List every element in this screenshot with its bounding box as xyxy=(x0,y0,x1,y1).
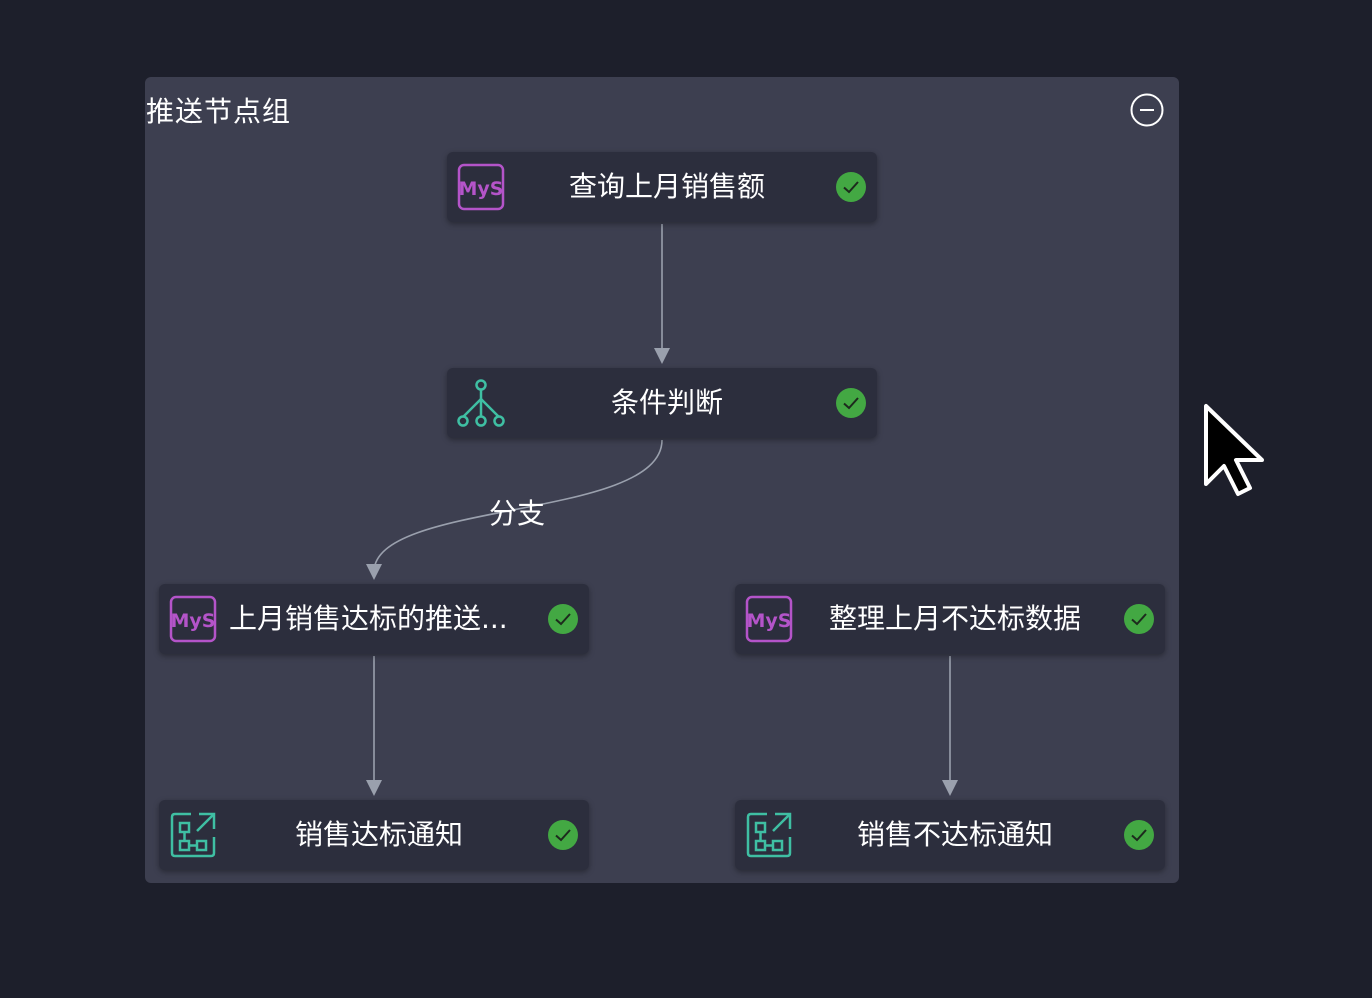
mysql-icon: MyS xyxy=(169,595,217,643)
edge-label-branch: 分支 xyxy=(489,497,546,530)
mysql-icon: MyS xyxy=(457,163,505,211)
node-notify-met[interactable]: 销售达标通知 xyxy=(159,800,589,870)
mysql-icon: MyS xyxy=(745,595,793,643)
node-label: 条件判断 xyxy=(610,386,723,419)
group-title: 推送节点组 xyxy=(146,95,292,128)
node-label: 整理上月不达标数据 xyxy=(828,602,1081,635)
success-check-icon xyxy=(836,172,866,202)
minus-circle-icon[interactable] xyxy=(1130,93,1164,127)
success-check-icon xyxy=(1124,604,1154,634)
success-check-icon xyxy=(836,388,866,418)
notify-flow-icon xyxy=(746,812,792,858)
svg-text:MyS: MyS xyxy=(747,610,792,632)
node-label: 销售不达标通知 xyxy=(856,818,1053,851)
notify-flow-icon xyxy=(170,812,216,858)
node-query-sales[interactable]: MyS 查询上月销售额 xyxy=(447,152,877,222)
success-check-icon xyxy=(548,820,578,850)
svg-text:MyS: MyS xyxy=(459,178,504,200)
node-notify-unmet[interactable]: 销售不达标通知 xyxy=(735,800,1165,870)
success-check-icon xyxy=(1124,820,1154,850)
node-label: 上月销售达标的推送... xyxy=(229,602,508,635)
mouse-cursor-icon xyxy=(1204,404,1264,496)
node-push-met[interactable]: MyS 上月销售达标的推送... xyxy=(159,584,589,654)
branch-tree-icon xyxy=(457,379,505,427)
svg-text:MyS: MyS xyxy=(171,610,216,632)
node-label: 查询上月销售额 xyxy=(568,170,765,203)
node-organize-unmet[interactable]: MyS 整理上月不达标数据 xyxy=(735,584,1165,654)
node-label: 销售达标通知 xyxy=(294,818,463,851)
node-condition[interactable]: 条件判断 xyxy=(447,368,877,438)
success-check-icon xyxy=(548,604,578,634)
